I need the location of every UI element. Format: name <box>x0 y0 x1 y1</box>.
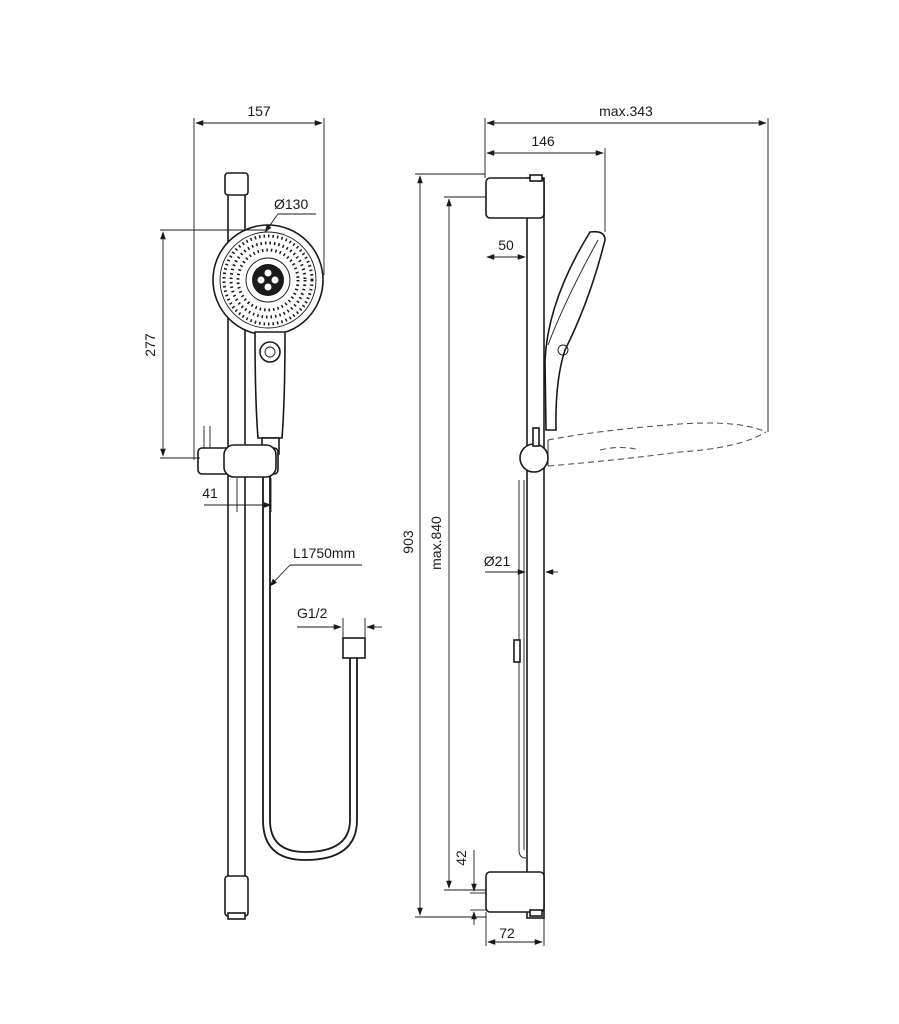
front-view <box>197 172 366 920</box>
hose <box>262 470 358 861</box>
label-hose-length: L1750mm <box>293 545 355 561</box>
label-side-max-reach: max.343 <box>599 103 653 119</box>
side-dimensions <box>415 118 769 946</box>
slider <box>197 426 279 478</box>
hose-connector <box>342 637 366 659</box>
shower-handle <box>254 331 286 455</box>
label-bar-height: 903 <box>400 530 416 554</box>
shower-head <box>212 224 324 336</box>
side-slider <box>519 443 549 473</box>
label-thread: G1/2 <box>297 605 328 621</box>
front-dimensions <box>160 118 382 638</box>
side-view <box>485 174 767 919</box>
label-bottom-bracket-width: 72 <box>499 925 515 941</box>
label-side-head-reach: 146 <box>531 133 555 149</box>
side-handle <box>544 230 606 431</box>
label-front-width: 157 <box>247 103 271 119</box>
dimension-labels: 157 Ø130 277 41 L1750mm G1/2 max.343 146… <box>142 103 653 941</box>
front-rail <box>224 172 249 920</box>
label-slider-offset: 41 <box>202 485 218 501</box>
label-slide-max: max.840 <box>428 516 444 570</box>
label-bottom-offset: 42 <box>453 850 469 866</box>
label-bar-diameter: Ø21 <box>484 553 511 569</box>
side-rail <box>485 174 545 919</box>
label-head-height: 277 <box>142 333 158 357</box>
label-head-diameter: Ø130 <box>274 196 308 212</box>
handle-alternate-position <box>547 422 767 467</box>
label-bracket-depth: 50 <box>498 237 514 253</box>
